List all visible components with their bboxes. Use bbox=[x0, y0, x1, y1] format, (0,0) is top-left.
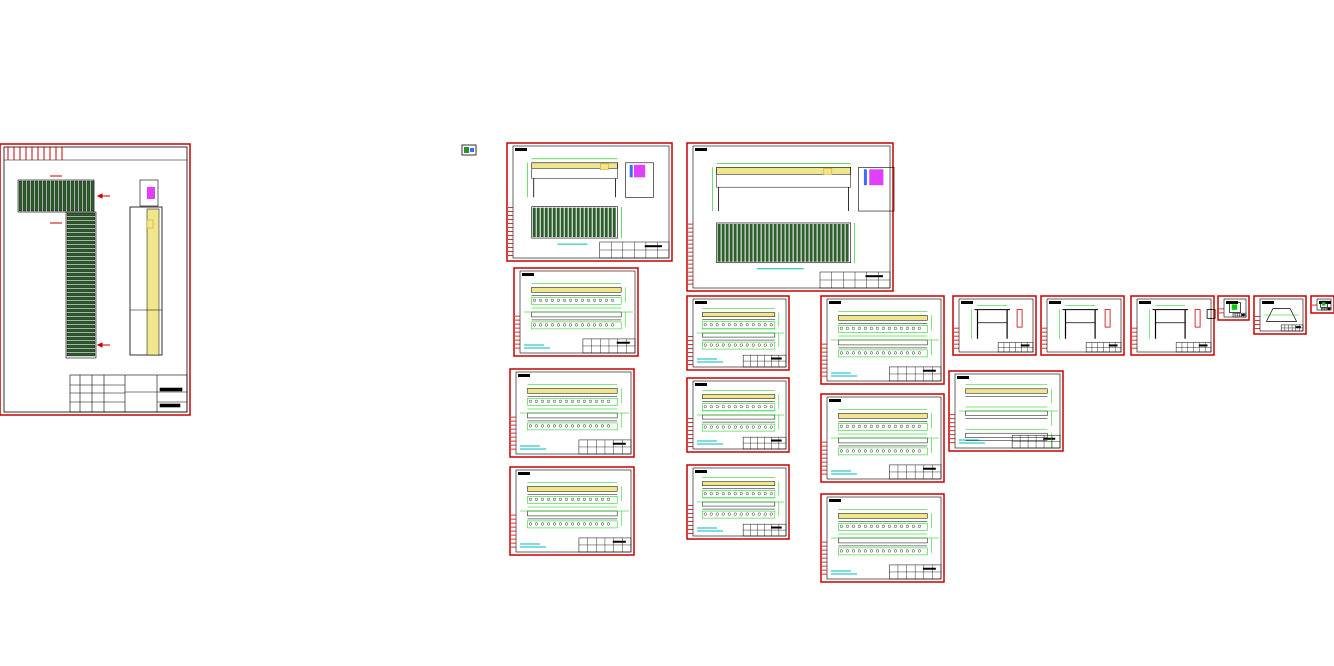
title-block bbox=[582, 338, 636, 354]
drawing-content bbox=[697, 390, 784, 445]
sheet-small-f3[interactable] bbox=[1310, 295, 1334, 314]
drawing-content bbox=[712, 163, 895, 270]
sheet-frame-e3[interactable] bbox=[1130, 295, 1216, 356]
drawing-content bbox=[971, 305, 1023, 339]
sheet-detail-b1[interactable] bbox=[686, 295, 790, 371]
sheet-detail-b3[interactable] bbox=[686, 464, 790, 540]
title-block bbox=[742, 436, 787, 450]
margin-ticks bbox=[511, 514, 516, 548]
margin-ticks bbox=[1255, 316, 1260, 330]
roller-conveyor-horizontal bbox=[17, 179, 95, 213]
margin-ticks bbox=[1219, 308, 1224, 314]
top-title-ticks bbox=[7, 147, 63, 160]
margin-ticks bbox=[822, 343, 827, 377]
drawing-content bbox=[520, 482, 629, 548]
drawing-content bbox=[831, 409, 939, 475]
margin-ticks bbox=[1132, 327, 1137, 349]
margin-ticks bbox=[688, 335, 693, 365]
margin-ticks bbox=[688, 417, 693, 447]
margin-ticks bbox=[954, 327, 959, 349]
drawing-content bbox=[697, 477, 784, 532]
sheet-detail-d1[interactable] bbox=[948, 370, 1064, 452]
title-block bbox=[1280, 324, 1304, 332]
sheet-small-f2[interactable] bbox=[1253, 295, 1307, 335]
title-block bbox=[599, 241, 670, 259]
title-block bbox=[889, 564, 942, 580]
drawing-content bbox=[524, 283, 633, 349]
title-block bbox=[889, 366, 942, 382]
margin-ticks bbox=[511, 416, 516, 450]
drawing-content bbox=[1229, 302, 1241, 313]
sheet-assembly-a[interactable] bbox=[506, 142, 673, 262]
sheet-detail-c2[interactable] bbox=[820, 393, 945, 483]
side-frame-elevation bbox=[129, 179, 163, 356]
drawing-content bbox=[831, 509, 939, 575]
drawing-content bbox=[527, 158, 654, 245]
sheet-assembly-b[interactable] bbox=[686, 142, 895, 292]
margin-ticks bbox=[688, 504, 693, 534]
margin-ticks bbox=[822, 441, 827, 475]
drawing-content bbox=[831, 311, 939, 377]
roller-conveyor-vertical bbox=[65, 211, 97, 359]
drawing-content bbox=[520, 384, 629, 450]
title-block bbox=[742, 523, 787, 537]
margin-ticks bbox=[508, 207, 513, 257]
drawing-content bbox=[697, 308, 784, 363]
sheet-frame-e2[interactable] bbox=[1040, 295, 1125, 356]
title-block bbox=[578, 439, 632, 455]
sheet-detail-a1[interactable] bbox=[513, 267, 639, 357]
title-block bbox=[1011, 434, 1061, 449]
title-block bbox=[889, 464, 942, 480]
title-block bbox=[578, 537, 632, 553]
title-block bbox=[819, 271, 891, 289]
sheet-tiny-icon-left[interactable] bbox=[461, 144, 477, 156]
title-block bbox=[1175, 342, 1212, 353]
title-block-overview bbox=[69, 374, 188, 413]
title-block bbox=[1232, 312, 1247, 318]
sheet-detail-b2[interactable] bbox=[686, 377, 790, 453]
title-block bbox=[1085, 342, 1122, 353]
title-block bbox=[997, 342, 1034, 353]
drawing-content bbox=[1264, 308, 1299, 322]
margin-ticks bbox=[688, 223, 693, 285]
title-block bbox=[1321, 307, 1332, 311]
margin-ticks bbox=[1042, 327, 1047, 349]
margin-ticks bbox=[950, 414, 955, 444]
sheet-layout-overview[interactable] bbox=[0, 143, 191, 416]
sheet-frame-e1[interactable] bbox=[952, 295, 1037, 356]
sheet-detail-a2[interactable] bbox=[509, 368, 635, 458]
title-block bbox=[742, 354, 787, 368]
red-arrows bbox=[50, 175, 110, 348]
drawing-content bbox=[1320, 300, 1328, 308]
sheet-detail-a3[interactable] bbox=[509, 466, 635, 556]
drawing-content bbox=[959, 384, 1058, 448]
sheet-detail-c3[interactable] bbox=[820, 493, 945, 583]
sheet-small-f1[interactable] bbox=[1217, 295, 1250, 321]
drawing-content bbox=[1059, 305, 1111, 339]
margin-ticks bbox=[515, 315, 520, 349]
margin-ticks bbox=[822, 541, 827, 575]
sheet-detail-c1[interactable] bbox=[820, 295, 945, 385]
drawing-content bbox=[1149, 305, 1216, 339]
